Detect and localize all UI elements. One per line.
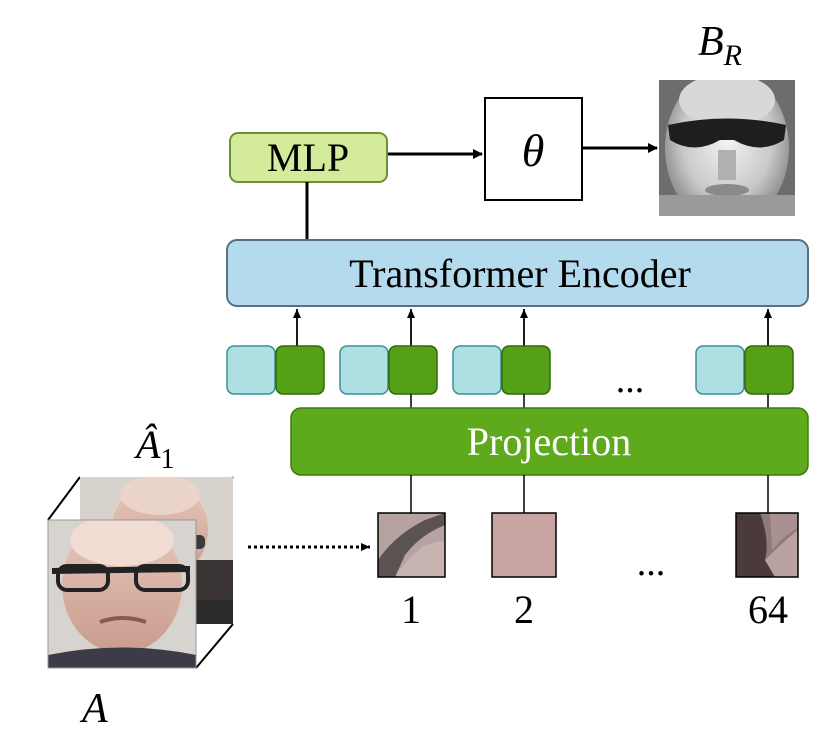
position-token: [226, 345, 276, 395]
input-label-front: A: [79, 686, 108, 732]
transformer-encoder-block: Transformer Encoder: [226, 239, 809, 307]
token-ellipsis: ...: [616, 359, 645, 401]
patch-token: [501, 345, 551, 395]
output-label: BR: [698, 19, 742, 72]
patch-ellipsis: ...: [637, 542, 666, 584]
stack-edge-br: [195, 623, 234, 669]
input-image-front-border: [47, 519, 197, 669]
position-token: [452, 345, 502, 395]
patch-token: [388, 345, 438, 395]
input-label-back: Â1: [133, 422, 174, 475]
input-image-front: [48, 520, 196, 668]
patch-label-1: 1: [401, 587, 421, 632]
token-pair-3: [452, 345, 551, 395]
patch-label-2: 2: [514, 587, 534, 632]
patch-1: [377, 512, 446, 578]
patch-64: [735, 512, 799, 578]
position-token: [339, 345, 389, 395]
mlp-label: MLP: [267, 135, 349, 180]
patch-token: [744, 345, 794, 395]
token-pair-4: [695, 345, 794, 395]
encoder-label: Transformer Encoder: [349, 251, 691, 296]
position-token: [695, 345, 745, 395]
patch-token: [275, 345, 325, 395]
projection-label: Projection: [467, 419, 631, 464]
mlp-block: MLP: [229, 132, 388, 183]
theta-block: θ: [484, 97, 583, 201]
patch-2: [491, 512, 557, 578]
token-pair-1: [226, 345, 325, 395]
projection-block: Projection: [290, 407, 809, 476]
patch-label-64: 64: [748, 587, 788, 632]
token-pair-2: [339, 345, 438, 395]
output-thermal-image: [659, 80, 795, 216]
theta-label: θ: [522, 125, 545, 176]
stack-edge-tl: [47, 476, 81, 521]
